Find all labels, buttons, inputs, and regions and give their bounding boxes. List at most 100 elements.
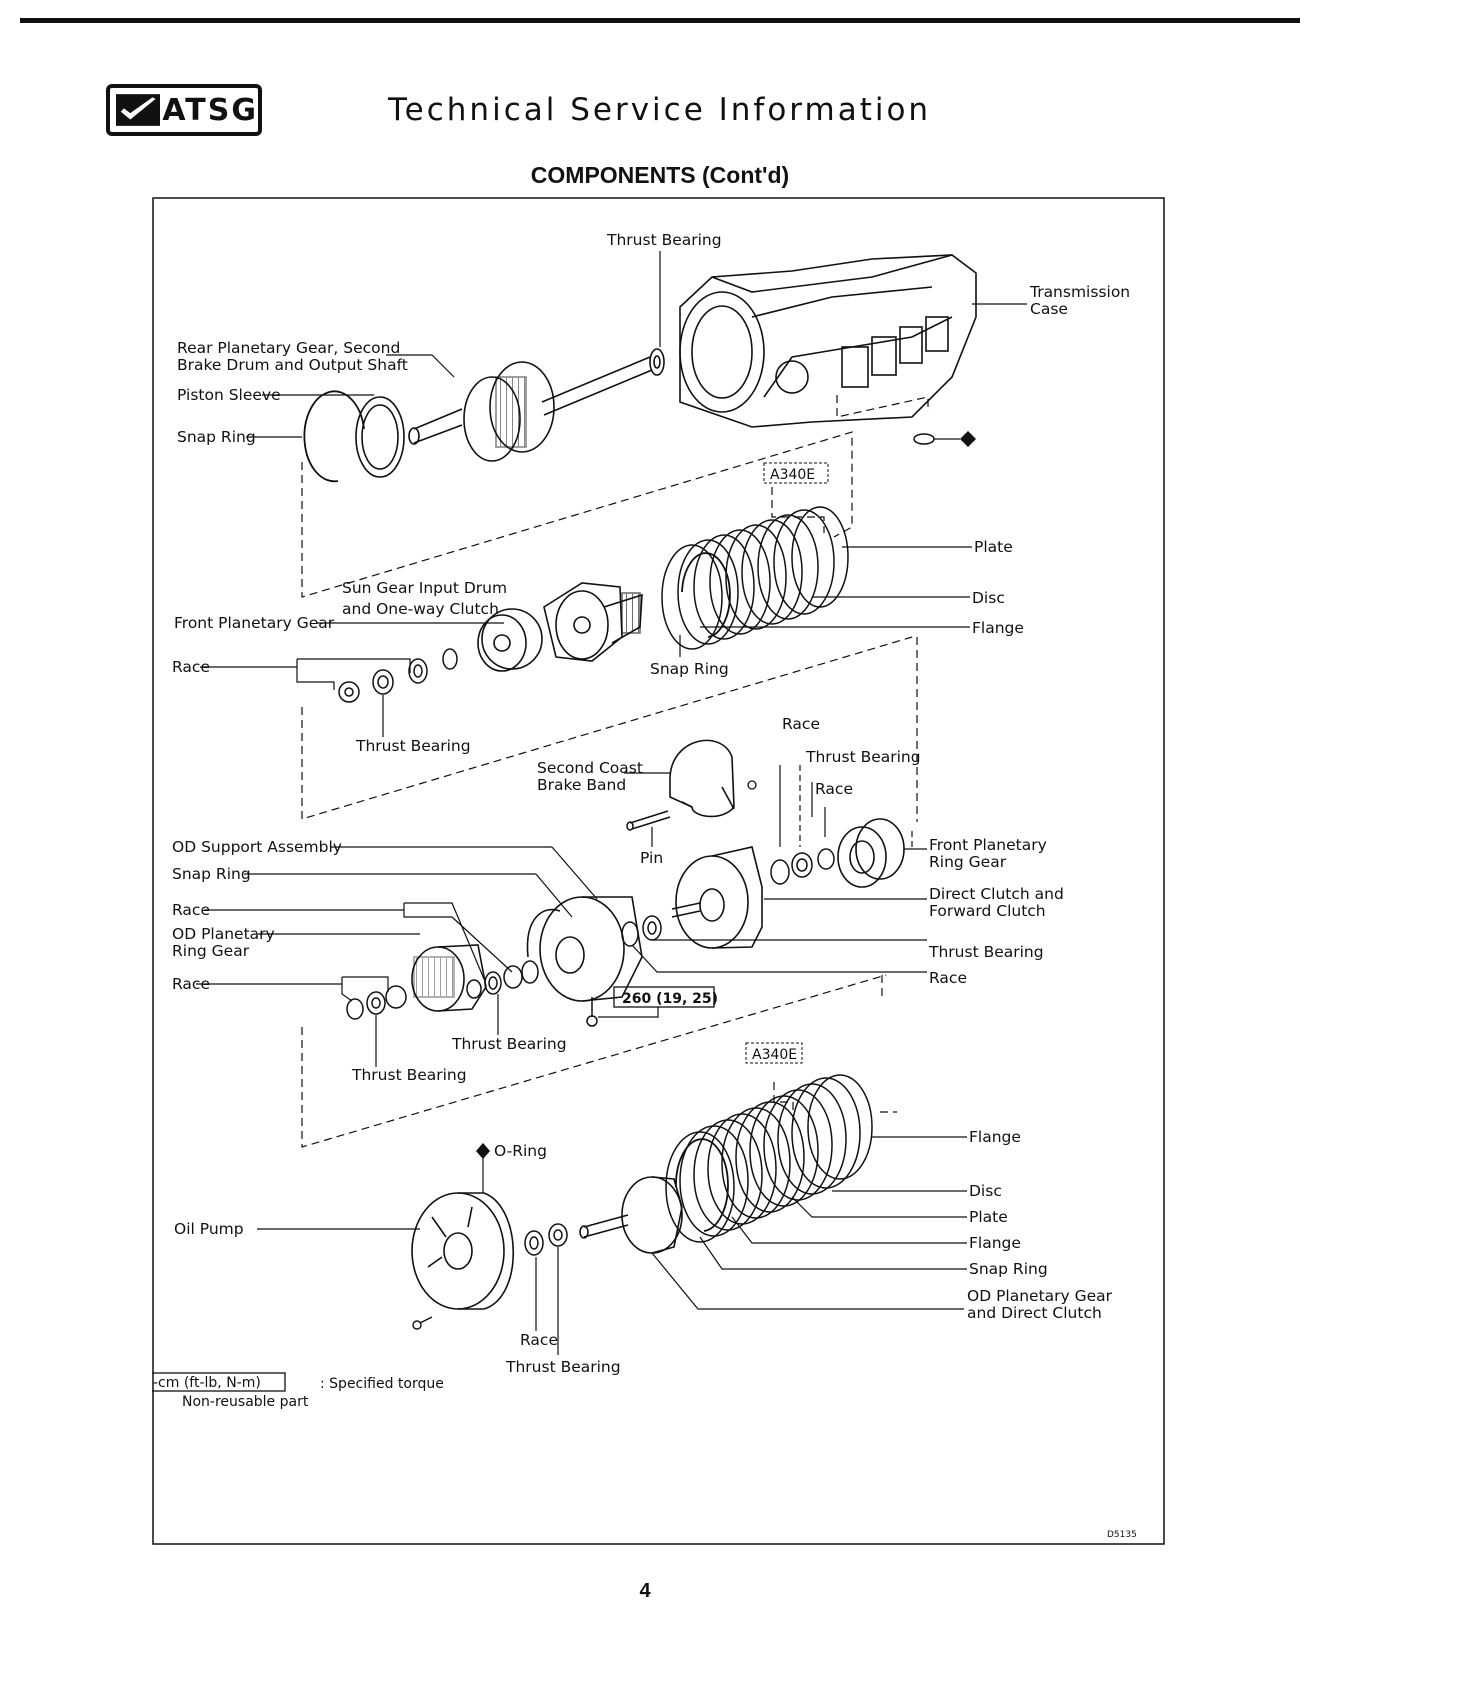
components-diagram: Thrust Bearing Transmission Case Rear Pl…	[152, 197, 1165, 1545]
page-number: 4	[639, 1580, 651, 1602]
dashed-guide-lower	[301, 974, 897, 1148]
label-a340e-2: A340E	[752, 1047, 797, 1063]
leader-snap-ring-4	[699, 1236, 967, 1270]
label-flange-3: Flange	[969, 1234, 1021, 1252]
label-thrust-bearing-6: Thrust Bearing	[351, 1066, 467, 1084]
sun-gear-input-drum-part	[543, 582, 643, 662]
section-title: COMPONENTS (Cont'd)	[530, 162, 790, 188]
direct-forward-clutch-part	[671, 846, 763, 949]
od-planetary-ring-gear-part	[411, 944, 487, 1012]
label-thrust-bearing-3: Thrust Bearing	[805, 748, 921, 766]
label-race-1: Race	[172, 658, 210, 676]
label-od-support: OD Support Assembly	[172, 838, 342, 856]
race-bottom-parts	[524, 1223, 568, 1256]
label-sun-gear-2: and One-way Clutch	[342, 600, 499, 618]
leader-od-support-2	[551, 846, 598, 900]
label-second-coast-1: Second Coast	[537, 759, 643, 777]
legend-torque-unit: kg-cm (ft-lb, N-m)	[152, 1375, 261, 1391]
label-thrust-bearing-top: Thrust Bearing	[606, 231, 722, 249]
label-thrust-bearing-7: Thrust Bearing	[505, 1358, 621, 1376]
label-snap-ring-2: Snap Ring	[650, 660, 729, 678]
label-second-coast-2: Brake Band	[537, 776, 626, 794]
label-oil-pump: Oil Pump	[174, 1220, 244, 1238]
label-thrust-bearing-4: Thrust Bearing	[928, 943, 1044, 961]
clutch-pack-2	[665, 1074, 873, 1243]
leader-race-5	[631, 944, 927, 973]
nonreusable-diamond-2	[476, 1143, 490, 1159]
leader-od-planetary-gear	[651, 1252, 964, 1310]
a340e-tag-2	[745, 1042, 803, 1064]
label-transmission-case-1: Transmission	[1029, 283, 1130, 301]
nonreusable-diamond-1	[960, 431, 976, 447]
label-o-ring: O-Ring	[494, 1142, 547, 1160]
label-rear-planetary-1: Rear Planetary Gear, Second	[177, 339, 400, 357]
piston-sleeve-part	[355, 396, 405, 478]
logo-text: ATSG	[162, 92, 258, 128]
label-torque-spec: 260 (19, 25)	[622, 991, 718, 1007]
label-piston-sleeve: Piston Sleeve	[177, 386, 281, 404]
leader-race-4	[204, 902, 513, 980]
a340e-tag-1	[763, 462, 829, 484]
rear-planetary-output-shaft	[408, 356, 653, 462]
torque-box	[613, 986, 715, 1008]
label-sun-gear-1: Sun Gear Input Drum	[342, 579, 507, 597]
label-flange-2: Flange	[969, 1128, 1021, 1146]
race-row-6-parts	[346, 985, 407, 1020]
race-bearings-right-parts	[770, 848, 835, 885]
diagram-border	[152, 197, 1165, 1545]
pump-bolt-part	[412, 1316, 433, 1330]
label-race-5: Race	[929, 969, 967, 987]
legend-torque-desc: : Specified torque	[320, 1376, 444, 1392]
label-od-planetary-ring-1: OD Planetary	[172, 925, 275, 943]
leader-race-1	[200, 658, 411, 690]
label-pin: Pin	[640, 849, 663, 867]
label-race-7: Race	[520, 1331, 558, 1349]
race-row-1-parts	[338, 648, 458, 703]
label-direct-clutch-2: Forward Clutch	[929, 902, 1046, 920]
label-snap-ring-1: Snap Ring	[177, 428, 256, 446]
od-support-assembly-part	[526, 896, 643, 1002]
label-thrust-bearing-2: Thrust Bearing	[355, 737, 471, 755]
top-rule	[20, 18, 1300, 23]
atsg-logo: ATSG	[106, 84, 262, 136]
figure-code: D5135	[1107, 1530, 1137, 1540]
label-race-6: Race	[172, 975, 210, 993]
leaders-race-thrust-right	[779, 765, 826, 847]
label-flange-1: Flange	[972, 619, 1024, 637]
label-od-planetary-gear-2: and Direct Clutch	[967, 1304, 1102, 1322]
legend-nonreusable-desc: Non-reusable part	[182, 1394, 309, 1410]
label-a340e-1: A340E	[770, 467, 815, 483]
label-direct-clutch-1: Direct Clutch and	[929, 885, 1064, 903]
label-plate-1: Plate	[974, 538, 1013, 556]
second-coast-brake-band-part	[669, 739, 735, 818]
label-snap-ring-3: Snap Ring	[172, 865, 251, 883]
plug-part	[913, 433, 935, 445]
leader-snap-ring-3b	[535, 873, 573, 918]
leader-torque	[598, 1007, 659, 1018]
oil-pump-part	[411, 1192, 515, 1310]
checkmark-logo-icon	[116, 94, 161, 126]
pin-part	[626, 810, 671, 831]
label-front-planetary-ring-1: Front Planetary	[929, 836, 1047, 854]
label-plate-2: Plate	[969, 1208, 1008, 1226]
label-disc-1: Disc	[972, 589, 1005, 607]
legend-torque-box	[152, 1372, 286, 1392]
leader-plate-2	[791, 1196, 967, 1218]
thrust-bearing-top-part	[649, 348, 665, 376]
label-front-planetary-ring-2: Ring Gear	[929, 853, 1007, 871]
transmission-case	[679, 254, 977, 428]
label-race-4: Race	[172, 901, 210, 919]
label-od-planetary-gear-1: OD Planetary Gear	[967, 1287, 1113, 1305]
label-thrust-bearing-5: Thrust Bearing	[451, 1035, 567, 1053]
dashed-guide-mid	[301, 636, 918, 822]
label-od-planetary-ring-2: Ring Gear	[172, 942, 250, 960]
clutch-pack-1	[661, 506, 849, 650]
leader-race-6	[196, 976, 389, 1002]
label-snap-ring-4: Snap Ring	[969, 1260, 1048, 1278]
bolt-part	[586, 997, 598, 1027]
label-race-2: Race	[782, 715, 820, 733]
label-front-planetary-gear: Front Planetary Gear	[174, 614, 335, 632]
leader-flange-3	[731, 1216, 967, 1244]
label-disc-2: Disc	[969, 1182, 1002, 1200]
snap-ring-1-part	[303, 390, 365, 483]
